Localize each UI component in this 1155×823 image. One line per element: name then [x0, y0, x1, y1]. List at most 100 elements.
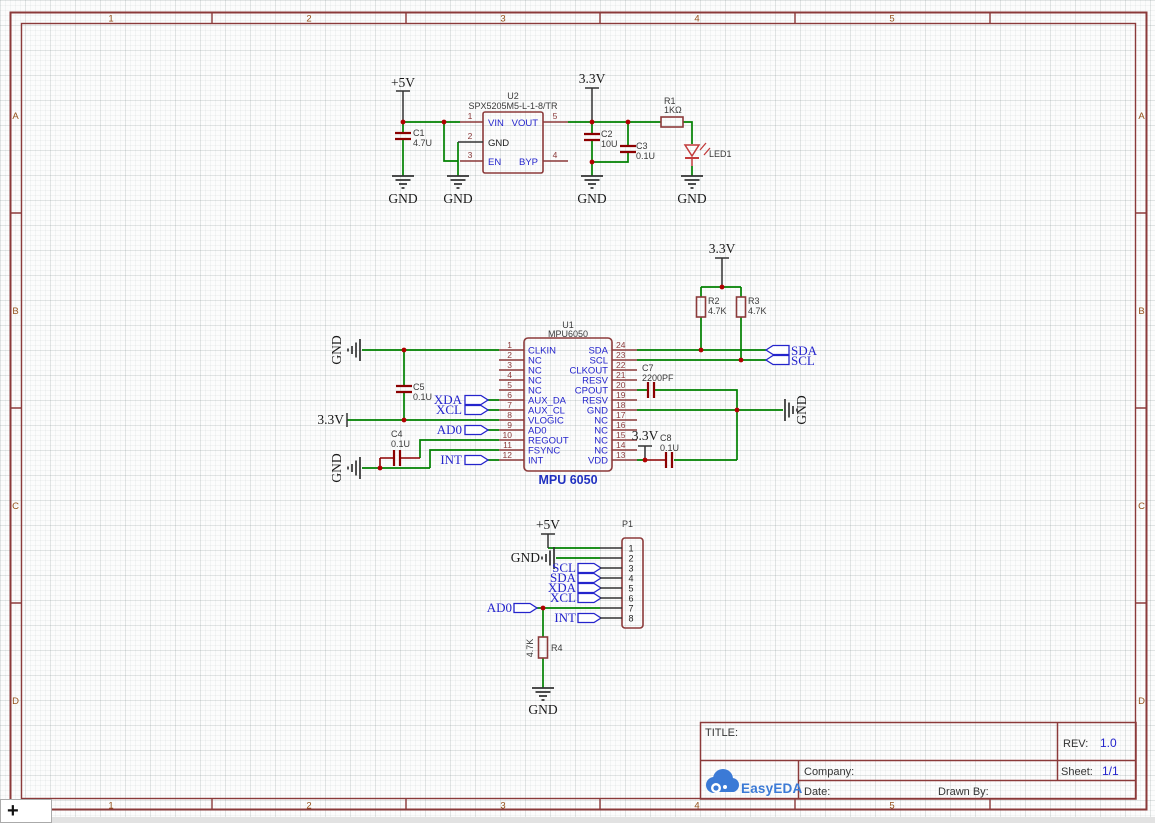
u1-pin-name[interactable]: CLKOUT — [569, 366, 608, 377]
port-flag-int[interactable] — [464, 454, 489, 466]
u2-pin-name-gnd[interactable]: GND — [488, 138, 509, 149]
header-connector-section[interactable]: +5V GND SCL SDA XDA XCL AD0 INT P1 1 2 3… — [487, 517, 644, 717]
port-flag-xda[interactable] — [464, 394, 489, 406]
capacitor-c7[interactable] — [646, 380, 656, 400]
port-label-int[interactable]: INT — [554, 610, 576, 625]
port-flag-xcl[interactable] — [577, 592, 602, 604]
u2-pin-stubs[interactable] — [460, 121, 568, 162]
u1-pin-num[interactable]: 8 — [507, 410, 512, 420]
connector-p1-body[interactable] — [621, 537, 644, 629]
value-c7[interactable]: 2200PF — [642, 373, 674, 383]
wire[interactable] — [537, 547, 600, 688]
u1-pin-name[interactable]: CLKIN — [528, 346, 556, 357]
p1-pin-num[interactable]: 1 — [628, 544, 633, 554]
port-flag-scl[interactable] — [765, 354, 790, 366]
u1-pin-name[interactable]: NC — [594, 426, 608, 437]
power-flag-bar[interactable] — [396, 90, 410, 122]
net-flag-3v3[interactable]: 3.3V — [579, 71, 606, 86]
u1-pin-name[interactable]: NC — [594, 416, 608, 427]
u1-pin-name[interactable]: NC — [528, 386, 542, 397]
ref-u1[interactable]: U1 — [562, 320, 574, 330]
net-flag-5v[interactable]: +5V — [536, 517, 560, 532]
u1-pin-name[interactable]: CPOUT — [575, 386, 608, 397]
u1-pin-num[interactable]: 12 — [503, 450, 513, 460]
u1-pin-name[interactable]: GND — [587, 406, 608, 417]
port-flag-xcl[interactable] — [464, 404, 489, 416]
ref-c1[interactable]: C1 — [413, 128, 425, 138]
port-label-sda[interactable]: SDA — [550, 570, 577, 585]
gnd-symbol[interactable] — [446, 175, 470, 189]
p1-pin-num[interactable]: 8 — [628, 614, 633, 624]
port-label-scl[interactable]: SCL — [791, 353, 815, 368]
port-label-scl[interactable]: SCL — [552, 560, 576, 575]
net-flag-3v3[interactable]: 3.3V — [709, 241, 736, 256]
value-c3[interactable]: 0.1U — [636, 151, 655, 161]
gnd-symbol-rotated[interactable] — [347, 338, 361, 362]
u1-pin-num[interactable]: 19 — [616, 390, 626, 400]
port-label-xcl[interactable]: XCL — [436, 402, 462, 417]
u1-pin-num[interactable]: 2 — [507, 350, 512, 360]
gnd-symbol[interactable] — [680, 175, 704, 189]
resistor-r3[interactable] — [735, 296, 747, 318]
part-u2[interactable]: SPX5205M5-L-1-8/TR — [468, 101, 558, 111]
ic-u1-body[interactable] — [523, 337, 613, 472]
u1-pin-name[interactable]: AD0 — [528, 426, 546, 437]
p1-pin-num[interactable]: 5 — [628, 584, 633, 594]
u1-pin-num[interactable]: 23 — [616, 350, 626, 360]
p1-pin-num[interactable]: 2 — [628, 554, 633, 564]
ref-r2[interactable]: R2 — [708, 296, 720, 306]
port-label-int[interactable]: INT — [440, 452, 462, 467]
u1-right-pin-stubs[interactable] — [612, 349, 637, 461]
ref-r3[interactable]: R3 — [748, 296, 760, 306]
u1-pin-name[interactable]: NC — [594, 446, 608, 457]
u1-pin-name[interactable]: INT — [528, 456, 544, 467]
ref-c8[interactable]: C8 — [660, 433, 672, 443]
value-r2[interactable]: 4.7K — [708, 306, 727, 316]
capacitor-c8[interactable] — [664, 450, 674, 470]
port-flag-scl[interactable] — [577, 562, 602, 574]
ref-c2[interactable]: C2 — [601, 129, 613, 139]
label-mpu6050[interactable]: MPU 6050 — [538, 473, 597, 487]
u1-pin-name[interactable]: VDD — [588, 456, 608, 467]
drawn-by-label[interactable]: Drawn By: — [938, 786, 989, 798]
company-label[interactable]: Company: — [804, 766, 854, 778]
u2-pin-num-byp[interactable]: 4 — [553, 150, 558, 160]
gnd-symbol[interactable] — [531, 687, 555, 701]
power-flag-bar[interactable] — [541, 533, 555, 548]
u1-pin-num[interactable]: 21 — [616, 370, 626, 380]
ref-r4[interactable]: R4 — [551, 643, 563, 653]
port-flag-xda[interactable] — [577, 582, 602, 594]
ref-c4[interactable]: C4 — [391, 429, 403, 439]
gnd-label-rotated[interactable]: GND — [329, 453, 344, 482]
power-flag-bar[interactable] — [585, 87, 599, 122]
value-r1[interactable]: 1KΩ — [664, 105, 682, 115]
regulator-section[interactable]: +5V 3.3V C1 4.7U C2 10U C3 0.1U U2 SPX52… — [388, 71, 731, 206]
u1-pin-name[interactable]: NC — [594, 436, 608, 447]
zoom-plus-button[interactable]: + — [0, 799, 52, 823]
u1-pin-num[interactable]: 13 — [616, 450, 626, 460]
rev-value[interactable]: 1.0 — [1100, 736, 1117, 750]
wire[interactable] — [347, 286, 783, 469]
u1-pin-num[interactable]: 10 — [503, 430, 513, 440]
capacitor-c1[interactable] — [393, 131, 413, 141]
value-c4[interactable]: 0.1U — [391, 439, 410, 449]
u1-pin-name[interactable]: RESV — [582, 396, 609, 407]
u1-pin-name[interactable]: AUX_DA — [528, 396, 567, 407]
port-flag-sda[interactable] — [765, 344, 790, 356]
u1-pin-name[interactable]: NC — [528, 376, 542, 387]
u2-pin-name-byp[interactable]: BYP — [519, 157, 538, 168]
net-flag-3v3[interactable]: 3.3V — [317, 412, 344, 427]
port-flag-ad0[interactable] — [513, 602, 538, 614]
ref-c3[interactable]: C3 — [636, 141, 648, 151]
u1-pin-num[interactable]: 17 — [616, 410, 626, 420]
sheet-value[interactable]: 1/1 — [1102, 764, 1119, 778]
part-u1[interactable]: MPU6050 — [548, 329, 588, 339]
ref-r1[interactable]: R1 — [664, 96, 676, 106]
gnd-label-rotated[interactable]: GND — [794, 395, 809, 424]
gnd-label[interactable]: GND — [528, 702, 557, 717]
port-label-ad0[interactable]: AD0 — [437, 422, 462, 437]
u2-pin-name-vin[interactable]: VIN — [488, 118, 504, 129]
u1-pin-name[interactable]: AUX_CL — [528, 406, 565, 417]
u1-pin-num[interactable]: 4 — [507, 370, 512, 380]
